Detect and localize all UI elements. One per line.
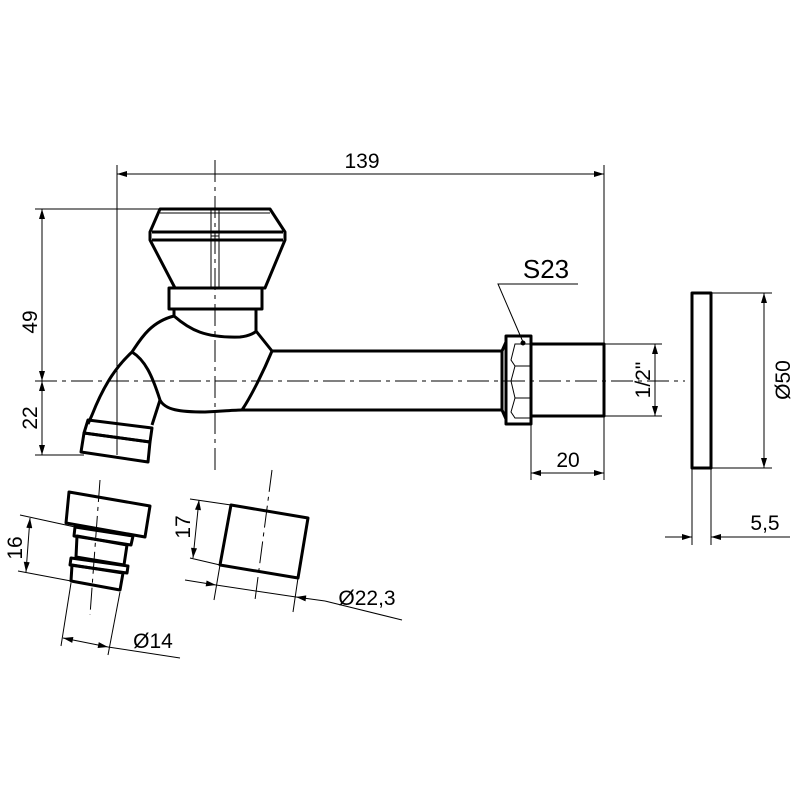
dim-thread-length: 20 — [556, 449, 579, 472]
centerlines — [35, 160, 685, 616]
dim-flange-thickness: 5,5 — [750, 512, 779, 535]
dim-flange-diameter: Ø50 — [772, 360, 795, 400]
dim-adapter-diameter: Ø14 — [133, 630, 173, 653]
cap-part — [218, 503, 310, 580]
dim-height-below-axis: 22 — [19, 406, 42, 429]
adapter-part — [64, 490, 152, 592]
dim-height-above-axis: 49 — [19, 310, 42, 333]
dim-wrench-size: S23 — [523, 254, 569, 284]
dim-overall-length: 139 — [344, 150, 379, 173]
dim-thread: 1/2" — [632, 362, 655, 399]
dimension-lines — [17, 165, 790, 659]
handle — [148, 207, 287, 311]
tap-body — [79, 207, 606, 464]
dim-adapter-height: 16 — [4, 536, 27, 559]
dim-cap-diameter: Ø22,3 — [338, 587, 395, 610]
flange — [690, 291, 713, 470]
dim-cap-height: 17 — [172, 515, 195, 538]
